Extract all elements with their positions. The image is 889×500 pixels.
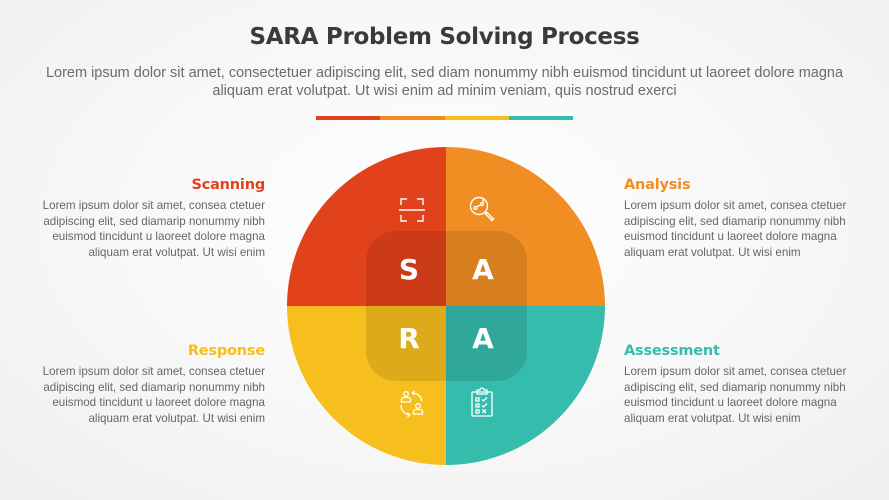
page-title: SARA Problem Solving Process — [249, 24, 640, 50]
circle-graphic — [287, 147, 605, 465]
letter-a-analysis: A — [472, 253, 494, 286]
step-description: Lorem ipsum dolor sit amet, consea ctetu… — [624, 365, 847, 425]
step-response: Response Lorem ipsum dolor sit amet, con… — [25, 343, 266, 426]
step-title: Scanning — [191, 177, 265, 193]
people-exchange-icon — [400, 390, 424, 418]
step-scanning: Scanning Lorem ipsum dolor sit amet, con… — [25, 177, 266, 260]
sara-circle-diagram: S A R A — [287, 147, 605, 465]
checklist-clipboard-icon — [471, 387, 493, 417]
letter-a-assessment: A — [472, 322, 494, 355]
page-subtitle: Lorem ipsum dolor sit amet, consectetuer… — [45, 65, 844, 99]
step-description: Lorem ipsum dolor sit amet, consea ctetu… — [42, 365, 265, 425]
scan-frame-icon — [399, 198, 425, 222]
color-divider — [316, 116, 573, 120]
step-description: Lorem ipsum dolor sit amet, consea ctetu… — [624, 199, 847, 259]
divider-segment-scanning — [316, 116, 381, 120]
letter-s: S — [398, 253, 420, 286]
step-analysis: Analysis Lorem ipsum dolor sit amet, con… — [624, 177, 864, 260]
step-assessment: Assessment Lorem ipsum dolor sit amet, c… — [624, 343, 864, 426]
divider-segment-response — [444, 116, 509, 120]
step-title: Analysis — [624, 177, 691, 193]
step-title: Assessment — [624, 343, 720, 359]
magnifier-analysis-icon — [469, 196, 495, 222]
step-description: Lorem ipsum dolor sit amet, consea ctetu… — [42, 199, 265, 259]
letter-r: R — [398, 322, 420, 355]
divider-segment-assessment — [508, 116, 573, 120]
divider-segment-analysis — [380, 116, 445, 120]
step-title: Response — [187, 343, 265, 359]
